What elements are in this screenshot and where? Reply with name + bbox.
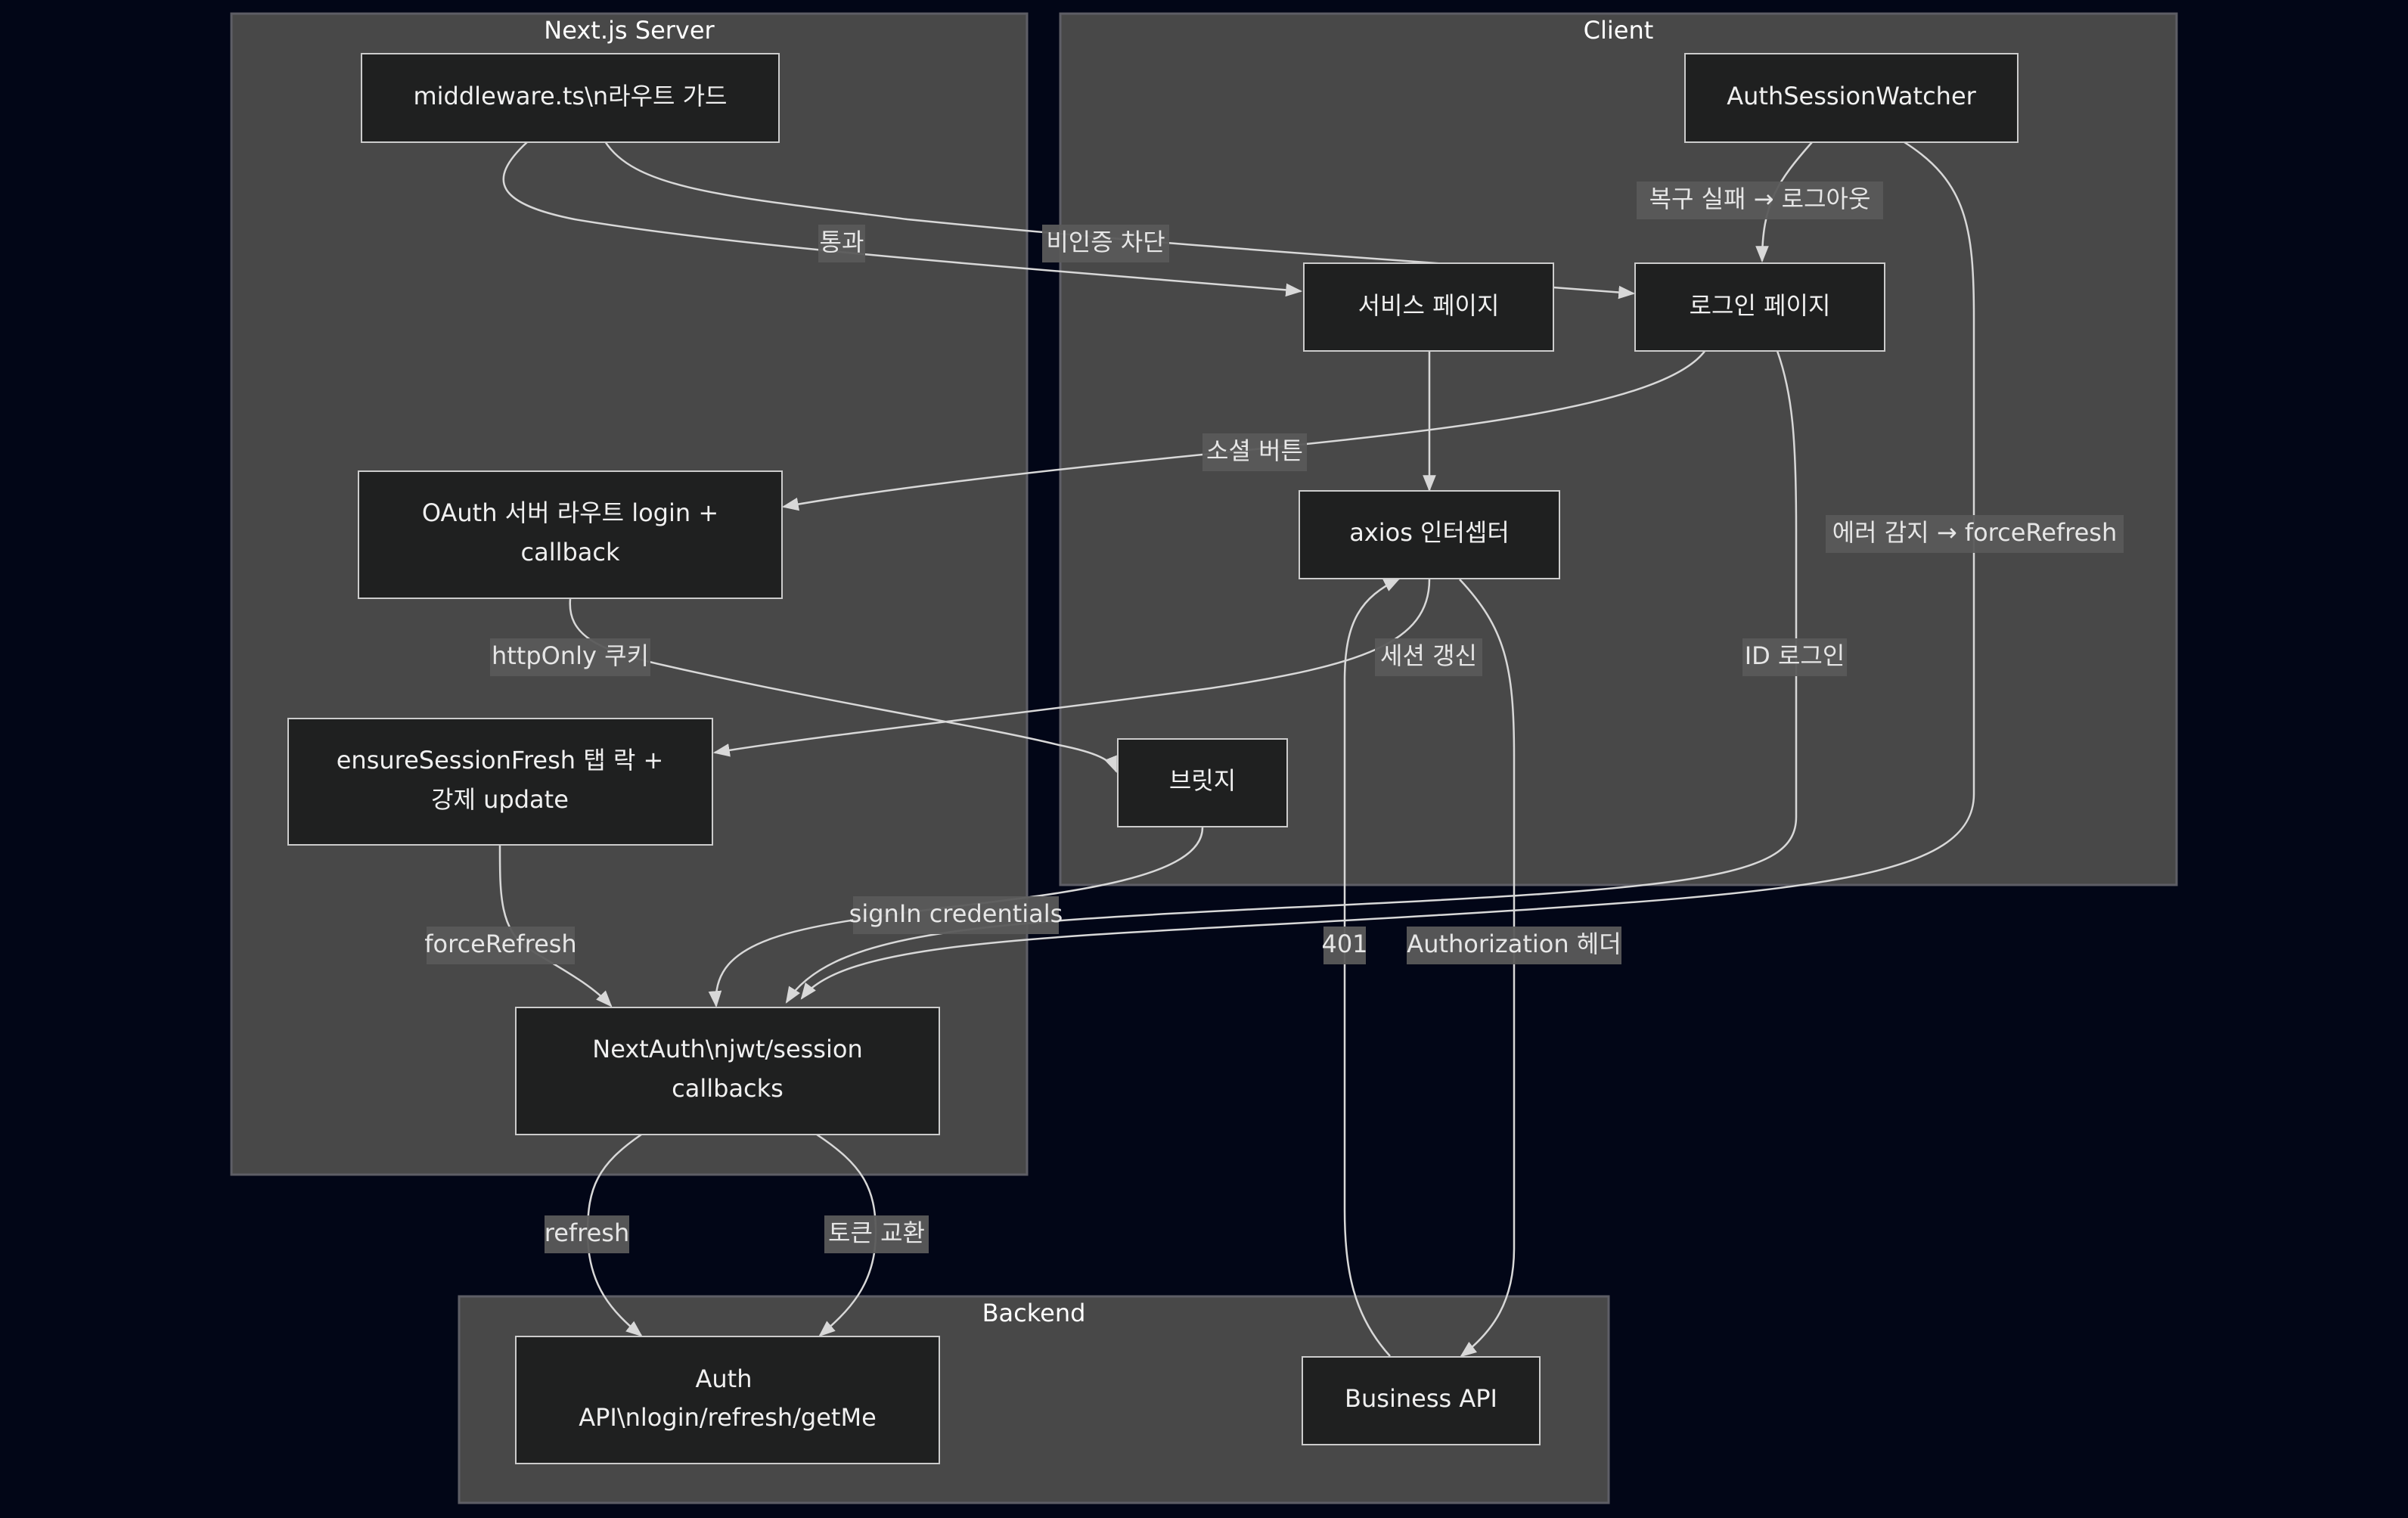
edge-label-401: 401 xyxy=(1321,927,1368,964)
node-nextauth[interactable]: NextAuth\njwt/session callbacks xyxy=(515,1007,940,1135)
svg-text:signIn credentials: signIn credentials xyxy=(849,899,1063,928)
cluster-title-client: Client xyxy=(1584,16,1654,45)
edge-label-signin: signIn credentials xyxy=(849,896,1063,934)
svg-text:Authorization 헤더: Authorization 헤더 xyxy=(1407,930,1621,958)
node-nextauth-label-line2: callbacks xyxy=(672,1074,784,1103)
node-bridge[interactable]: 브릿지 xyxy=(1117,738,1288,827)
node-business-api-label: Business API xyxy=(1345,1384,1497,1413)
node-oauth-label-line1: OAuth 서버 라우트 login + xyxy=(422,498,718,527)
node-watcher-label: AuthSessionWatcher xyxy=(1727,82,1976,110)
edge-session-renew xyxy=(712,579,1431,757)
svg-text:forceRefresh: forceRefresh xyxy=(424,930,576,958)
node-login-page-label: 로그인 페이지 xyxy=(1690,291,1831,320)
edge-label-id-login: ID 로그인 xyxy=(1742,638,1847,676)
edge-label-session-renew: 세션 갱신 xyxy=(1375,638,1482,676)
edge-label-error-detect: 에러 감지 → forceRefresh xyxy=(1826,515,2124,553)
node-ensure-label-line2: 강제 update xyxy=(431,785,569,814)
node-axios-label: axios 인터셉터 xyxy=(1349,518,1510,547)
node-service-page-label: 서비스 페이지 xyxy=(1358,291,1500,320)
edge-label-auth-header: Authorization 헤더 xyxy=(1407,927,1621,964)
edge-labels: 통과 비인증 차단 복구 실패 → 로그아웃 소셜 버튼 에러 감지 → for… xyxy=(424,182,2124,1253)
edge-id-login xyxy=(785,350,1798,1004)
edge-error-detect xyxy=(800,141,1975,1000)
edge-401 xyxy=(1343,577,1401,1357)
edge-label-refresh: refresh xyxy=(545,1215,630,1253)
node-axios[interactable]: axios 인터셉터 xyxy=(1299,490,1560,579)
edge-label-social: 소셜 버튼 xyxy=(1202,433,1307,471)
node-auth-api-label-line1: Auth xyxy=(696,1364,752,1393)
node-ensure-session[interactable]: ensureSessionFresh 탭 락 + 강제 update xyxy=(287,718,713,846)
edge-label-http-only: httpOnly 쿠키 xyxy=(490,638,650,676)
node-watcher[interactable]: AuthSessionWatcher xyxy=(1684,53,2019,143)
svg-text:소셜 버튼: 소셜 버튼 xyxy=(1206,436,1303,465)
svg-text:refresh: refresh xyxy=(545,1218,630,1247)
node-oauth[interactable]: OAuth 서버 라우트 login + callback xyxy=(358,470,783,599)
svg-text:토큰 교환: 토큰 교환 xyxy=(828,1218,925,1247)
node-bridge-label: 브릿지 xyxy=(1169,766,1236,795)
node-middleware-label: middleware.ts\n라우트 가드 xyxy=(413,82,727,110)
node-service-page[interactable]: 서비스 페이지 xyxy=(1303,262,1554,352)
svg-text:통과: 통과 xyxy=(820,228,864,256)
edge-pass xyxy=(502,141,1303,297)
node-login-page[interactable]: 로그인 페이지 xyxy=(1634,262,1885,352)
svg-text:에러 감지 → forceRefresh: 에러 감지 → forceRefresh xyxy=(1832,518,2118,547)
edge-label-pass: 통과 xyxy=(818,225,865,262)
edge-service-login xyxy=(1553,285,1636,300)
edge-label-block: 비인증 차단 xyxy=(1042,225,1169,262)
node-auth-api-label-line2: API\nlogin/refresh/getMe xyxy=(579,1403,877,1432)
edge-label-force-refresh: forceRefresh xyxy=(424,927,577,964)
svg-text:비인증 차단: 비인증 차단 xyxy=(1046,228,1165,256)
svg-text:복구 실패 → 로그아웃: 복구 실패 → 로그아웃 xyxy=(1649,185,1871,213)
svg-text:세션 갱신: 세션 갱신 xyxy=(1380,641,1477,670)
edge-label-recover-fail: 복구 실패 → 로그아웃 xyxy=(1637,182,1883,219)
cluster-title-server: Next.js Server xyxy=(544,16,715,45)
edge-auth-header xyxy=(1459,579,1516,1358)
node-oauth-label-line2: callback xyxy=(520,538,620,567)
node-middleware[interactable]: middleware.ts\n라우트 가드 xyxy=(361,53,780,143)
node-ensure-label-line1: ensureSessionFresh 탭 락 + xyxy=(337,746,664,775)
node-business-api[interactable]: Business API xyxy=(1302,1356,1541,1445)
svg-text:httpOnly 쿠키: httpOnly 쿠키 xyxy=(492,641,649,670)
svg-text:ID 로그인: ID 로그인 xyxy=(1745,641,1845,670)
svg-text:401: 401 xyxy=(1321,930,1367,958)
node-auth-api[interactable]: Auth API\nlogin/refresh/getMe xyxy=(515,1336,940,1464)
node-nextauth-label-line1: NextAuth\njwt/session xyxy=(592,1035,862,1063)
edge-label-token-exchange: 토큰 교환 xyxy=(824,1215,929,1253)
cluster-title-backend: Backend xyxy=(982,1299,1086,1327)
